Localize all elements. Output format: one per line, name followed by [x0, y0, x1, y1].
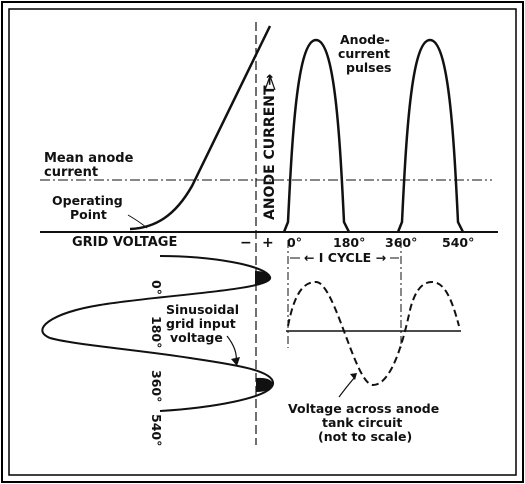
inner-border — [8, 8, 517, 476]
tank-label-2: tank circuit — [322, 415, 402, 430]
operating-point-label-1: Operating — [52, 193, 123, 208]
deg-180-label: 180° — [333, 235, 365, 250]
anode-pulse-2 — [396, 38, 465, 233]
operating-point-label-2: Point — [70, 207, 107, 222]
grid-deg-180-label: 180° — [149, 316, 164, 348]
grid-input-pointer — [226, 335, 237, 363]
deg-0-label: 0° — [287, 235, 302, 250]
conduction-shade-1 — [255, 271, 270, 285]
grid-input-label-2: grid input — [166, 316, 236, 331]
mean-anode-label-2: current — [44, 165, 98, 180]
grid-deg-540-label: 540° — [149, 414, 164, 446]
operating-point-pointer — [127, 214, 148, 229]
one-cycle-label: ← I CYCLE → — [304, 250, 386, 265]
deg-360-label: 360° — [385, 235, 417, 250]
plus-sign: + — [262, 235, 274, 251]
conduction-shade-2 — [256, 377, 273, 392]
tank-voltage-pointer — [338, 376, 356, 398]
pulses-label-1: Anode- — [340, 32, 390, 47]
grid-input-label-3: voltage — [170, 330, 223, 345]
anode-current-axis-label: ANODE CURRENT→ — [262, 73, 278, 220]
pulses-label-3: pulses — [346, 60, 392, 75]
cycle-label-backdrop — [300, 251, 390, 265]
pulses-label-2: current — [338, 46, 390, 61]
anode-pulse-1 — [282, 38, 351, 233]
minus-sign: − — [240, 235, 252, 251]
tank-voltage-arrowhead — [350, 373, 357, 380]
grid-input-arrowhead — [231, 357, 240, 366]
grid-voltage-label: GRID VOLTAGE — [72, 235, 177, 250]
mean-anode-label-1: Mean anode — [44, 151, 134, 166]
grid-deg-0-label: 0° — [149, 280, 164, 295]
tank-label-3: (not to scale) — [318, 429, 412, 444]
grid-deg-360-label: 360° — [149, 370, 164, 402]
anode-axis-arrowhead — [264, 74, 276, 91]
tank-label-1: Voltage across anode — [288, 401, 439, 416]
grid-input-sine — [41, 255, 274, 412]
characteristic-curve — [129, 25, 272, 231]
tank-voltage-wave — [287, 280, 460, 387]
grid-input-label-1: Sinusoidal — [166, 302, 239, 317]
deg-540-label: 540° — [442, 235, 474, 250]
